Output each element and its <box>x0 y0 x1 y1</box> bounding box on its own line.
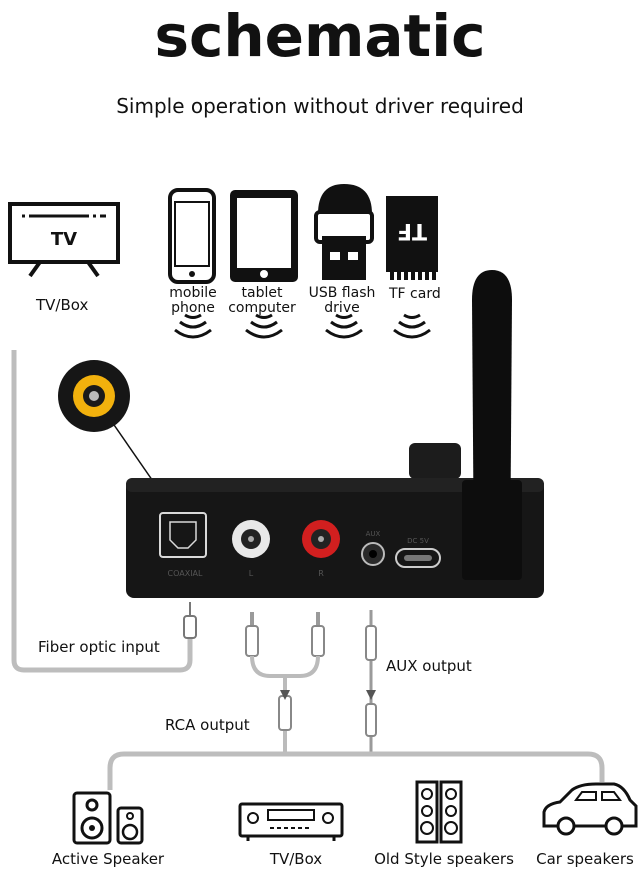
car-speakers-label: Car speakers <box>536 850 634 868</box>
usb-drive-icon <box>314 184 374 280</box>
rca-output-label: RCA output <box>165 716 250 734</box>
tv-icon: TV <box>8 202 120 278</box>
svg-text:R: R <box>318 569 324 578</box>
rca-cable <box>245 612 325 752</box>
old-speakers-label: Old Style speakers <box>374 850 514 868</box>
tablet-label-line2: computer <box>228 300 296 316</box>
output-bus-line <box>107 751 605 790</box>
tv-screen-text: TV <box>51 229 77 250</box>
svg-text:DC 5V: DC 5V <box>407 537 429 545</box>
diagram-title: schematic <box>154 2 486 70</box>
tablet-icon <box>230 190 298 282</box>
usb-label-line2: drive <box>324 300 360 316</box>
mobile-phone-label: mobile phone <box>164 286 222 316</box>
aux-cable <box>365 610 377 752</box>
active-speaker-label: Active Speaker <box>51 850 165 868</box>
svg-text:COAXIAL: COAXIAL <box>168 569 204 578</box>
svg-text:L: L <box>249 569 254 578</box>
mobile-phone-label-line2: phone <box>171 300 215 316</box>
wireless-signal-icon-4 <box>393 313 431 339</box>
tablet-label: tablet computer <box>222 286 302 316</box>
svg-text:TF: TF <box>397 218 427 243</box>
tf-card-icon: TF <box>386 196 438 280</box>
svg-text:AUX: AUX <box>366 530 381 538</box>
fiber-optic-label: Fiber optic input <box>38 638 160 656</box>
wireless-signal-icon-1 <box>174 313 212 339</box>
fiber-optic-cable <box>11 350 197 673</box>
usb-label-line1: USB flash <box>308 285 376 301</box>
mobile-phone-label-line1: mobile <box>169 285 217 301</box>
diagram-subtitle: Simple operation without driver required <box>116 94 524 118</box>
aux-output-label: AUX output <box>386 657 472 675</box>
mobile-phone-icon <box>168 188 216 284</box>
av-receiver-icon <box>238 802 344 841</box>
wireless-signal-icon-2 <box>245 313 283 339</box>
tablet-label-line1: tablet <box>241 285 283 301</box>
usb-label: USB flash drive <box>302 286 382 316</box>
old-style-speakers-icon <box>415 780 463 844</box>
active-speaker-icon <box>72 791 144 845</box>
tv-box-source-label: TV/Box <box>36 296 89 314</box>
car-icon <box>542 782 638 836</box>
bluetooth-device: COAXIAL L R AUX DC 5V <box>126 270 544 598</box>
tf-card-label: TF card <box>389 286 441 302</box>
tv-box-output-label: TV/Box <box>269 850 323 868</box>
wireless-signal-icon-3 <box>325 313 363 339</box>
